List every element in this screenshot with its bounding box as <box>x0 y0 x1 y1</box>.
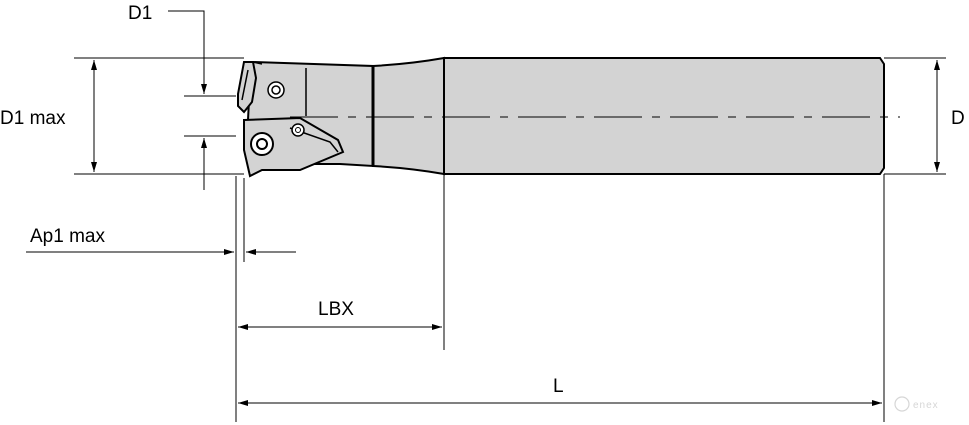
label-d: D <box>951 108 965 129</box>
shank <box>443 57 885 175</box>
enex-watermark: enex <box>894 396 939 412</box>
neck-taper <box>372 56 445 176</box>
clamp-screw <box>291 123 305 137</box>
d1-leader-top <box>168 10 207 94</box>
lower-insert <box>243 116 345 178</box>
tool-body <box>237 56 885 178</box>
label-d1-max: D1 max <box>0 108 66 129</box>
label-lbx: LBX <box>318 299 354 320</box>
label-d1: D1 <box>128 3 152 24</box>
extension-lines <box>74 57 946 422</box>
lower-screw <box>250 132 274 156</box>
upper-screw <box>267 81 285 99</box>
label-l: L <box>553 376 564 397</box>
label-ap1-max: Ap1 max <box>30 226 105 247</box>
insert-edge <box>241 61 263 101</box>
watermark-text: enex <box>913 400 939 411</box>
